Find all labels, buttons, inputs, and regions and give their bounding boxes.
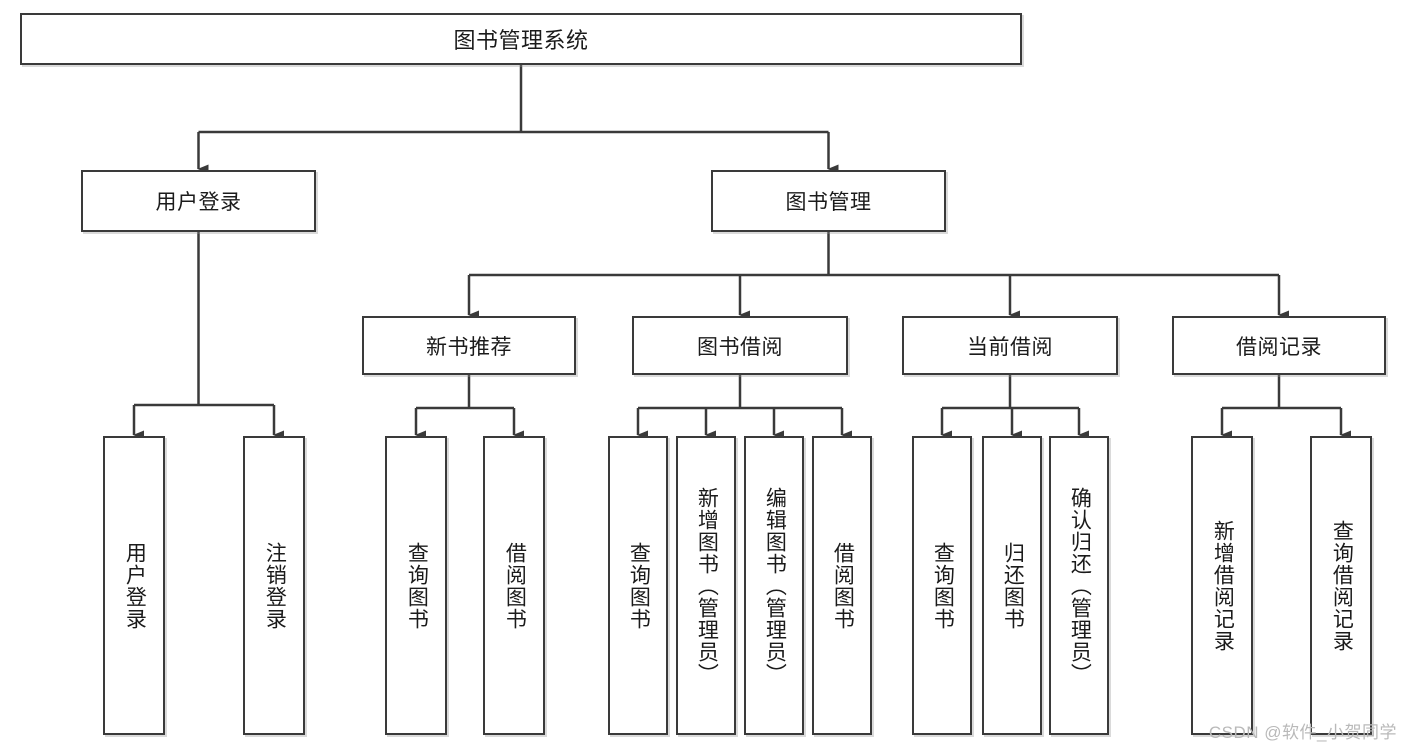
node-l3-new-book-rec[interactable]: 新书推荐 <box>362 316 576 375</box>
node-leaf-rec-borrow-book[interactable]: 借阅图书 <box>483 436 545 735</box>
node-leaf-br-query-record[interactable]: 查询借阅记录 <box>1310 436 1372 735</box>
node-label: 借阅图书 <box>503 541 527 630</box>
node-label: 查询图书 <box>405 541 429 630</box>
node-label: 图书管理系统 <box>453 28 589 53</box>
node-label: 新书推荐 <box>426 335 512 359</box>
node-label: 新增图书（管理员） <box>695 486 719 685</box>
node-l3-current-borrow[interactable]: 当前借阅 <box>902 316 1118 375</box>
node-label: 确认归还（管理员） <box>1068 486 1092 685</box>
watermark-text: CSDN @软件_小贺同学 <box>1208 723 1397 742</box>
node-leaf-cb-query-book[interactable]: 查询图书 <box>912 436 972 735</box>
node-leaf-bb-edit-book[interactable]: 编辑图书（管理员） <box>744 436 804 735</box>
node-l2-user-login[interactable]: 用户登录 <box>81 170 316 232</box>
node-l3-book-borrow[interactable]: 图书借阅 <box>632 316 848 375</box>
node-label: 当前借阅 <box>967 335 1053 359</box>
node-leaf-bb-query-book[interactable]: 查询图书 <box>608 436 668 735</box>
node-label: 归还图书 <box>1001 541 1025 630</box>
node-l2-book-manage[interactable]: 图书管理 <box>711 170 946 232</box>
node-leaf-user-login[interactable]: 用户登录 <box>103 436 165 735</box>
node-leaf-cb-return-book[interactable]: 归还图书 <box>982 436 1042 735</box>
node-leaf-bb-borrow-book[interactable]: 借阅图书 <box>812 436 872 735</box>
node-label: 查询图书 <box>627 541 651 630</box>
node-label: 图书管理 <box>785 191 872 214</box>
node-label: 用户登录 <box>123 541 147 630</box>
node-leaf-logout[interactable]: 注销登录 <box>243 436 305 735</box>
node-label: 注销登录 <box>263 541 287 630</box>
node-label: 借阅图书 <box>831 541 855 630</box>
node-leaf-rec-query-book[interactable]: 查询图书 <box>385 436 447 735</box>
node-label: 新增借阅记录 <box>1211 519 1235 652</box>
node-label: 查询图书 <box>931 541 955 630</box>
node-root[interactable]: 图书管理系统 <box>20 13 1022 65</box>
node-label: 查询借阅记录 <box>1330 519 1354 652</box>
node-label: 图书借阅 <box>697 335 783 359</box>
node-label: 用户登录 <box>155 191 242 214</box>
node-leaf-br-add-record[interactable]: 新增借阅记录 <box>1191 436 1253 735</box>
node-leaf-cb-confirm-return[interactable]: 确认归还（管理员） <box>1049 436 1109 735</box>
node-label: 借阅记录 <box>1236 335 1322 359</box>
node-l3-borrow-record[interactable]: 借阅记录 <box>1172 316 1386 375</box>
node-label: 编辑图书（管理员） <box>763 486 787 685</box>
node-leaf-bb-add-book[interactable]: 新增图书（管理员） <box>676 436 736 735</box>
